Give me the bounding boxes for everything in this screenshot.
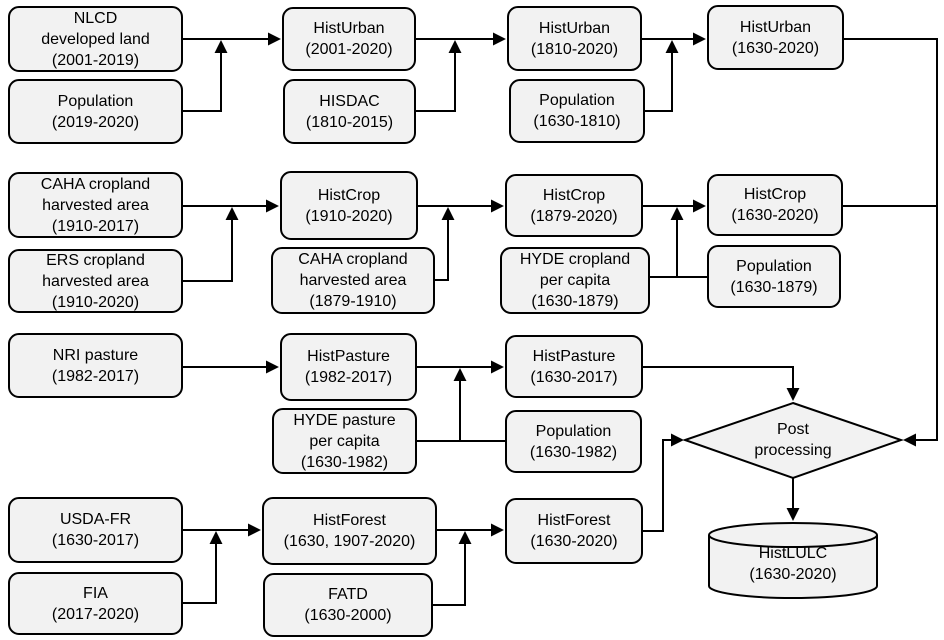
node-histforest-1630-1907-2020: HistForest (1630, 1907-2020) [262,497,437,565]
node-usda-fr-1630-2017: USDA-FR (1630-2017) [8,497,183,563]
arrow-histpasture-1630-to-postprocessing [643,366,800,401]
arrow-histforest-1630-to-postprocessing [643,433,684,532]
arrow-histurban-1630-to-postprocessing [844,38,938,447]
node-histpasture-1982-2017: HistPasture (1982-2017) [280,333,417,401]
post-processing-diamond [681,401,905,480]
node-nri-pasture-1982-2017: NRI pasture (1982-2017) [8,333,183,398]
node-fia-2017-2020: FIA (2017-2020) [8,572,183,635]
histlulc-cylinder-top [708,522,878,548]
histlulc-label: HistLULC (1630-2020) [749,545,837,583]
node-histpasture-1630-2017: HistPasture (1630-2017) [505,335,643,398]
node-histforest-1630-2020: HistForest (1630-2020) [505,498,643,564]
arrow-ers-feeder [183,207,239,282]
node-nlcd-developed-land: NLCD developed land (2001-2019) [8,6,183,72]
node-histurban-2001-2020: HistUrban (2001-2020) [282,7,416,71]
node-hyde-cropland-per-capita: HYDE cropland per capita (1630-1879) [500,247,650,314]
node-hisdac-1810-2015: HISDAC (1810-2015) [283,79,416,144]
node-caha-cropland-1910-2017: CAHA cropland harvested area (1910-2017) [8,172,183,238]
node-histcrop-1630-2020: HistCrop (1630-2020) [707,174,843,236]
arrow-population-2019-feeder [183,40,228,112]
node-histurban-1810-2020: HistUrban (1810-2020) [507,6,642,71]
node-histcrop-1910-2020: HistCrop (1910-2020) [280,171,418,240]
histlulc-cylinder-body [708,535,878,599]
post-processing-label: Post processing [754,421,832,459]
node-population-1630-1879: Population (1630-1879) [707,245,841,308]
arrow-hisdac-feeder [416,40,462,112]
arrow-population-1630-1810-feeder [645,40,679,112]
node-population-1630-1982: Population (1630-1982) [505,410,642,473]
node-histcrop-1879-2020: HistCrop (1879-2020) [505,174,643,237]
node-population-2019-2020: Population (2019-2020) [8,79,183,144]
arrow-fia-feeder [183,531,223,604]
arrow-caha-1879-feeder [435,207,455,281]
node-fatd-1630-2000: FATD (1630-2000) [263,573,433,637]
node-population-1630-1810: Population (1630-1810) [509,79,645,143]
node-caha-cropland-1879-1910: CAHA cropland harvested area (1879-1910) [271,247,435,314]
node-hyde-pasture-per-capita: HYDE pasture per capita (1630-1982) [272,408,417,474]
node-histurban-1630-2020: HistUrban (1630-2020) [707,5,844,70]
node-ers-cropland-1910-2020: ERS cropland harvested area (1910-2020) [8,249,183,313]
arrow-fatd-feeder [433,531,472,606]
